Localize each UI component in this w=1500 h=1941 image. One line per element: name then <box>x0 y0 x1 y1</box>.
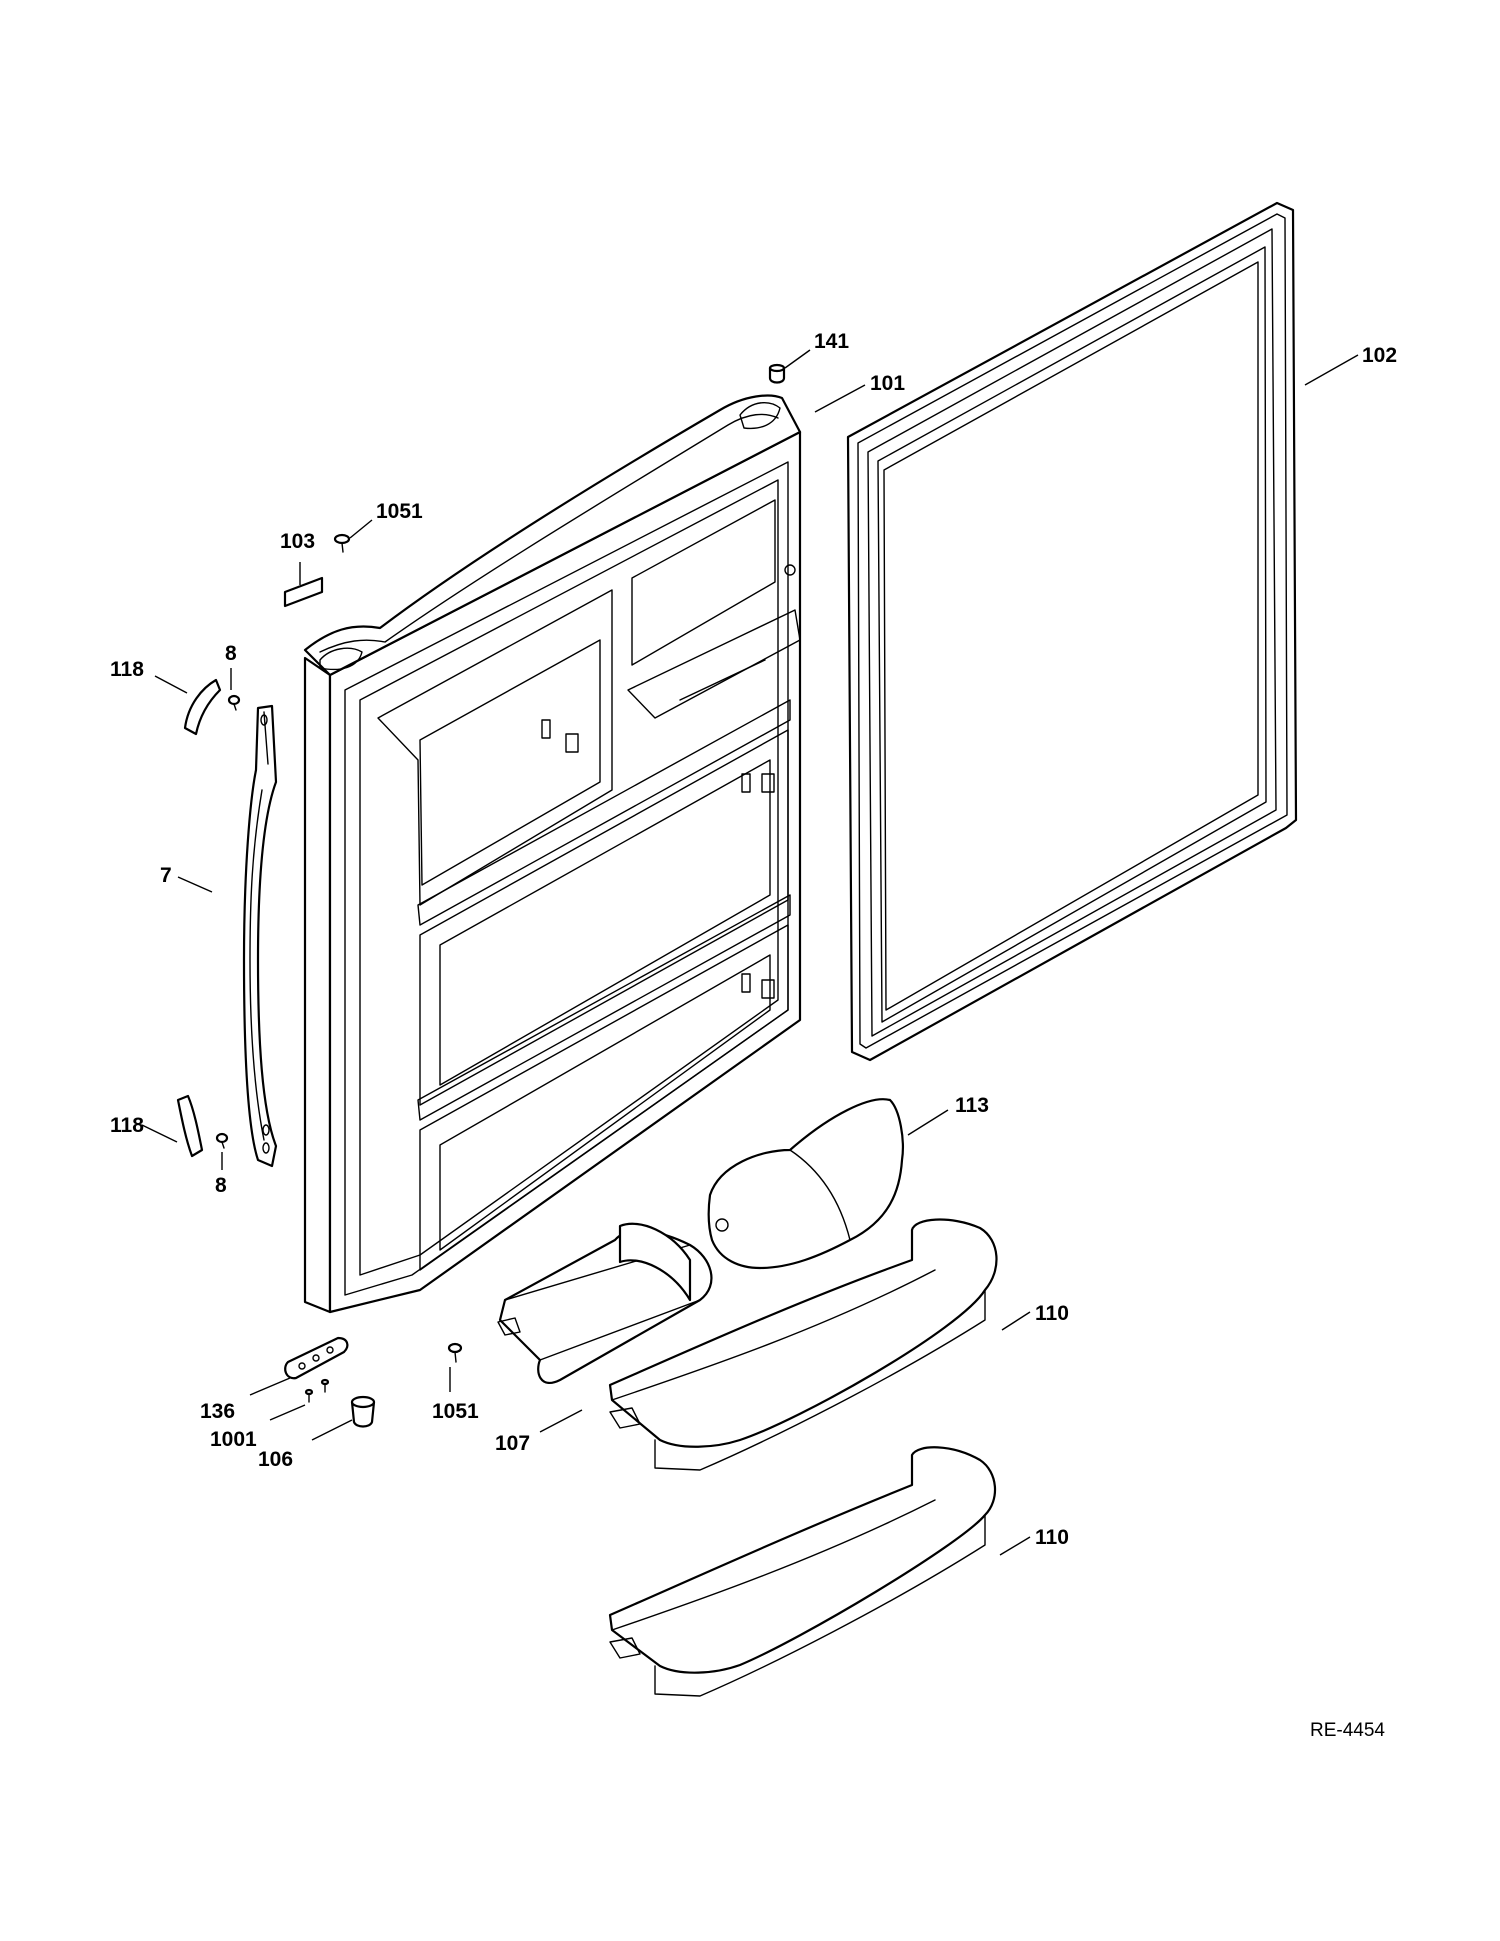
callout-113: 113 <box>955 1094 989 1117</box>
screw-1051-upper <box>333 533 351 553</box>
callout-labels: 141 101 102 1051 103 8 118 7 118 8 113 1… <box>110 330 1397 1549</box>
callout-110-upper: 110 <box>1035 1302 1069 1325</box>
screws-1001 <box>304 1378 330 1403</box>
callout-136: 136 <box>200 1400 235 1423</box>
callout-1001: 1001 <box>210 1428 257 1451</box>
reference-code: RE-4454 <box>1310 1720 1385 1741</box>
hinge-plate-136 <box>284 1336 349 1380</box>
dairy-cover-113 <box>707 1098 904 1270</box>
callout-106: 106 <box>258 1448 293 1471</box>
door-bin-110-lower <box>608 1446 997 1697</box>
label-103 <box>283 576 324 608</box>
hinge-cover-141 <box>768 363 786 384</box>
callout-118-upper: 118 <box>110 658 144 681</box>
callout-8-lower: 8 <box>215 1174 227 1197</box>
callout-101: 101 <box>870 372 905 395</box>
callout-103: 103 <box>280 530 315 553</box>
screw-8-upper <box>227 694 241 711</box>
handle-cap-118-upper <box>183 678 222 736</box>
callout-141: 141 <box>814 330 849 353</box>
handle-cap-118-lower <box>176 1094 204 1158</box>
door-gasket-102 <box>846 201 1298 1062</box>
screw-8-lower <box>215 1132 229 1149</box>
handle-7 <box>242 704 278 1168</box>
screw-1051-lower <box>447 1342 463 1363</box>
door-bin-110-upper <box>608 1218 998 1471</box>
callout-1051-lower: 1051 <box>432 1400 479 1423</box>
callout-8-upper: 8 <box>225 642 237 665</box>
callout-107: 107 <box>495 1432 530 1455</box>
door-assembly-101 <box>303 394 802 1314</box>
callout-102: 102 <box>1362 344 1397 367</box>
callout-7: 7 <box>160 864 172 887</box>
callout-1051-upper: 1051 <box>376 500 423 523</box>
door-bin-107 <box>497 1222 713 1384</box>
leader-lines <box>141 349 1359 1556</box>
callout-110-lower: 110 <box>1035 1526 1069 1549</box>
callout-118-lower: 118 <box>110 1114 144 1137</box>
bushing-106 <box>350 1395 376 1428</box>
